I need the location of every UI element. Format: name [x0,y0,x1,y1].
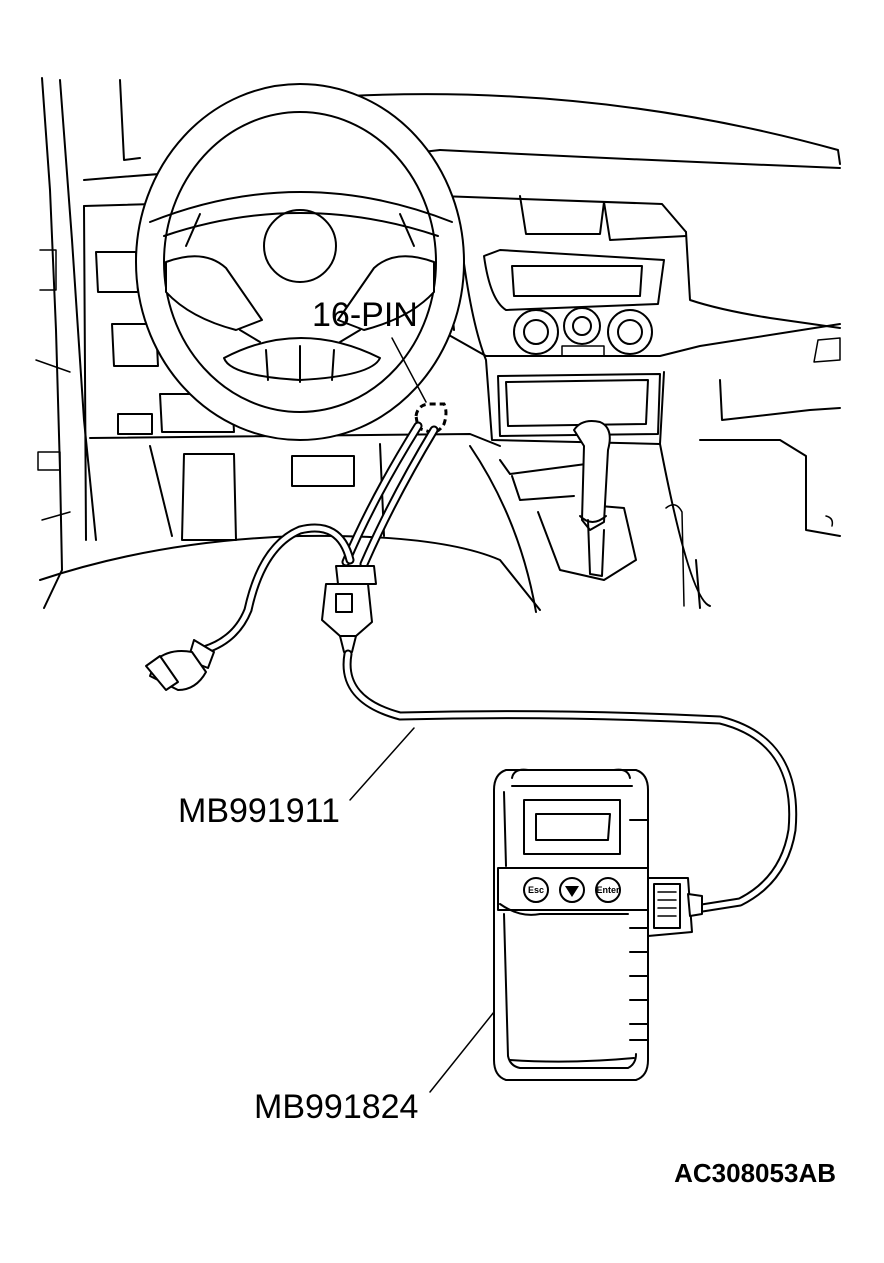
cable-mb991911 [145,421,798,913]
down-arrow-icon [565,886,579,897]
esc-button-label: Esc [528,885,544,895]
dashboard-illustration [35,77,841,613]
tester-label: MB991824 [254,1088,418,1126]
cable-label: MB991911 [178,792,340,830]
cable-leader-line [349,727,415,801]
connector-location-marker [414,402,448,434]
esc-button[interactable] [523,877,549,903]
tester-leader-line [429,1011,495,1093]
enter-button[interactable] [595,877,621,903]
connector-leader-line [391,337,427,403]
figure-code: AC308053AB [674,1158,836,1188]
connector-label: 16-PIN [312,296,418,334]
steering-wheel [135,83,465,441]
tester-mb991824: Esc Enter [493,768,703,1081]
enter-button-label: Enter [596,885,620,895]
